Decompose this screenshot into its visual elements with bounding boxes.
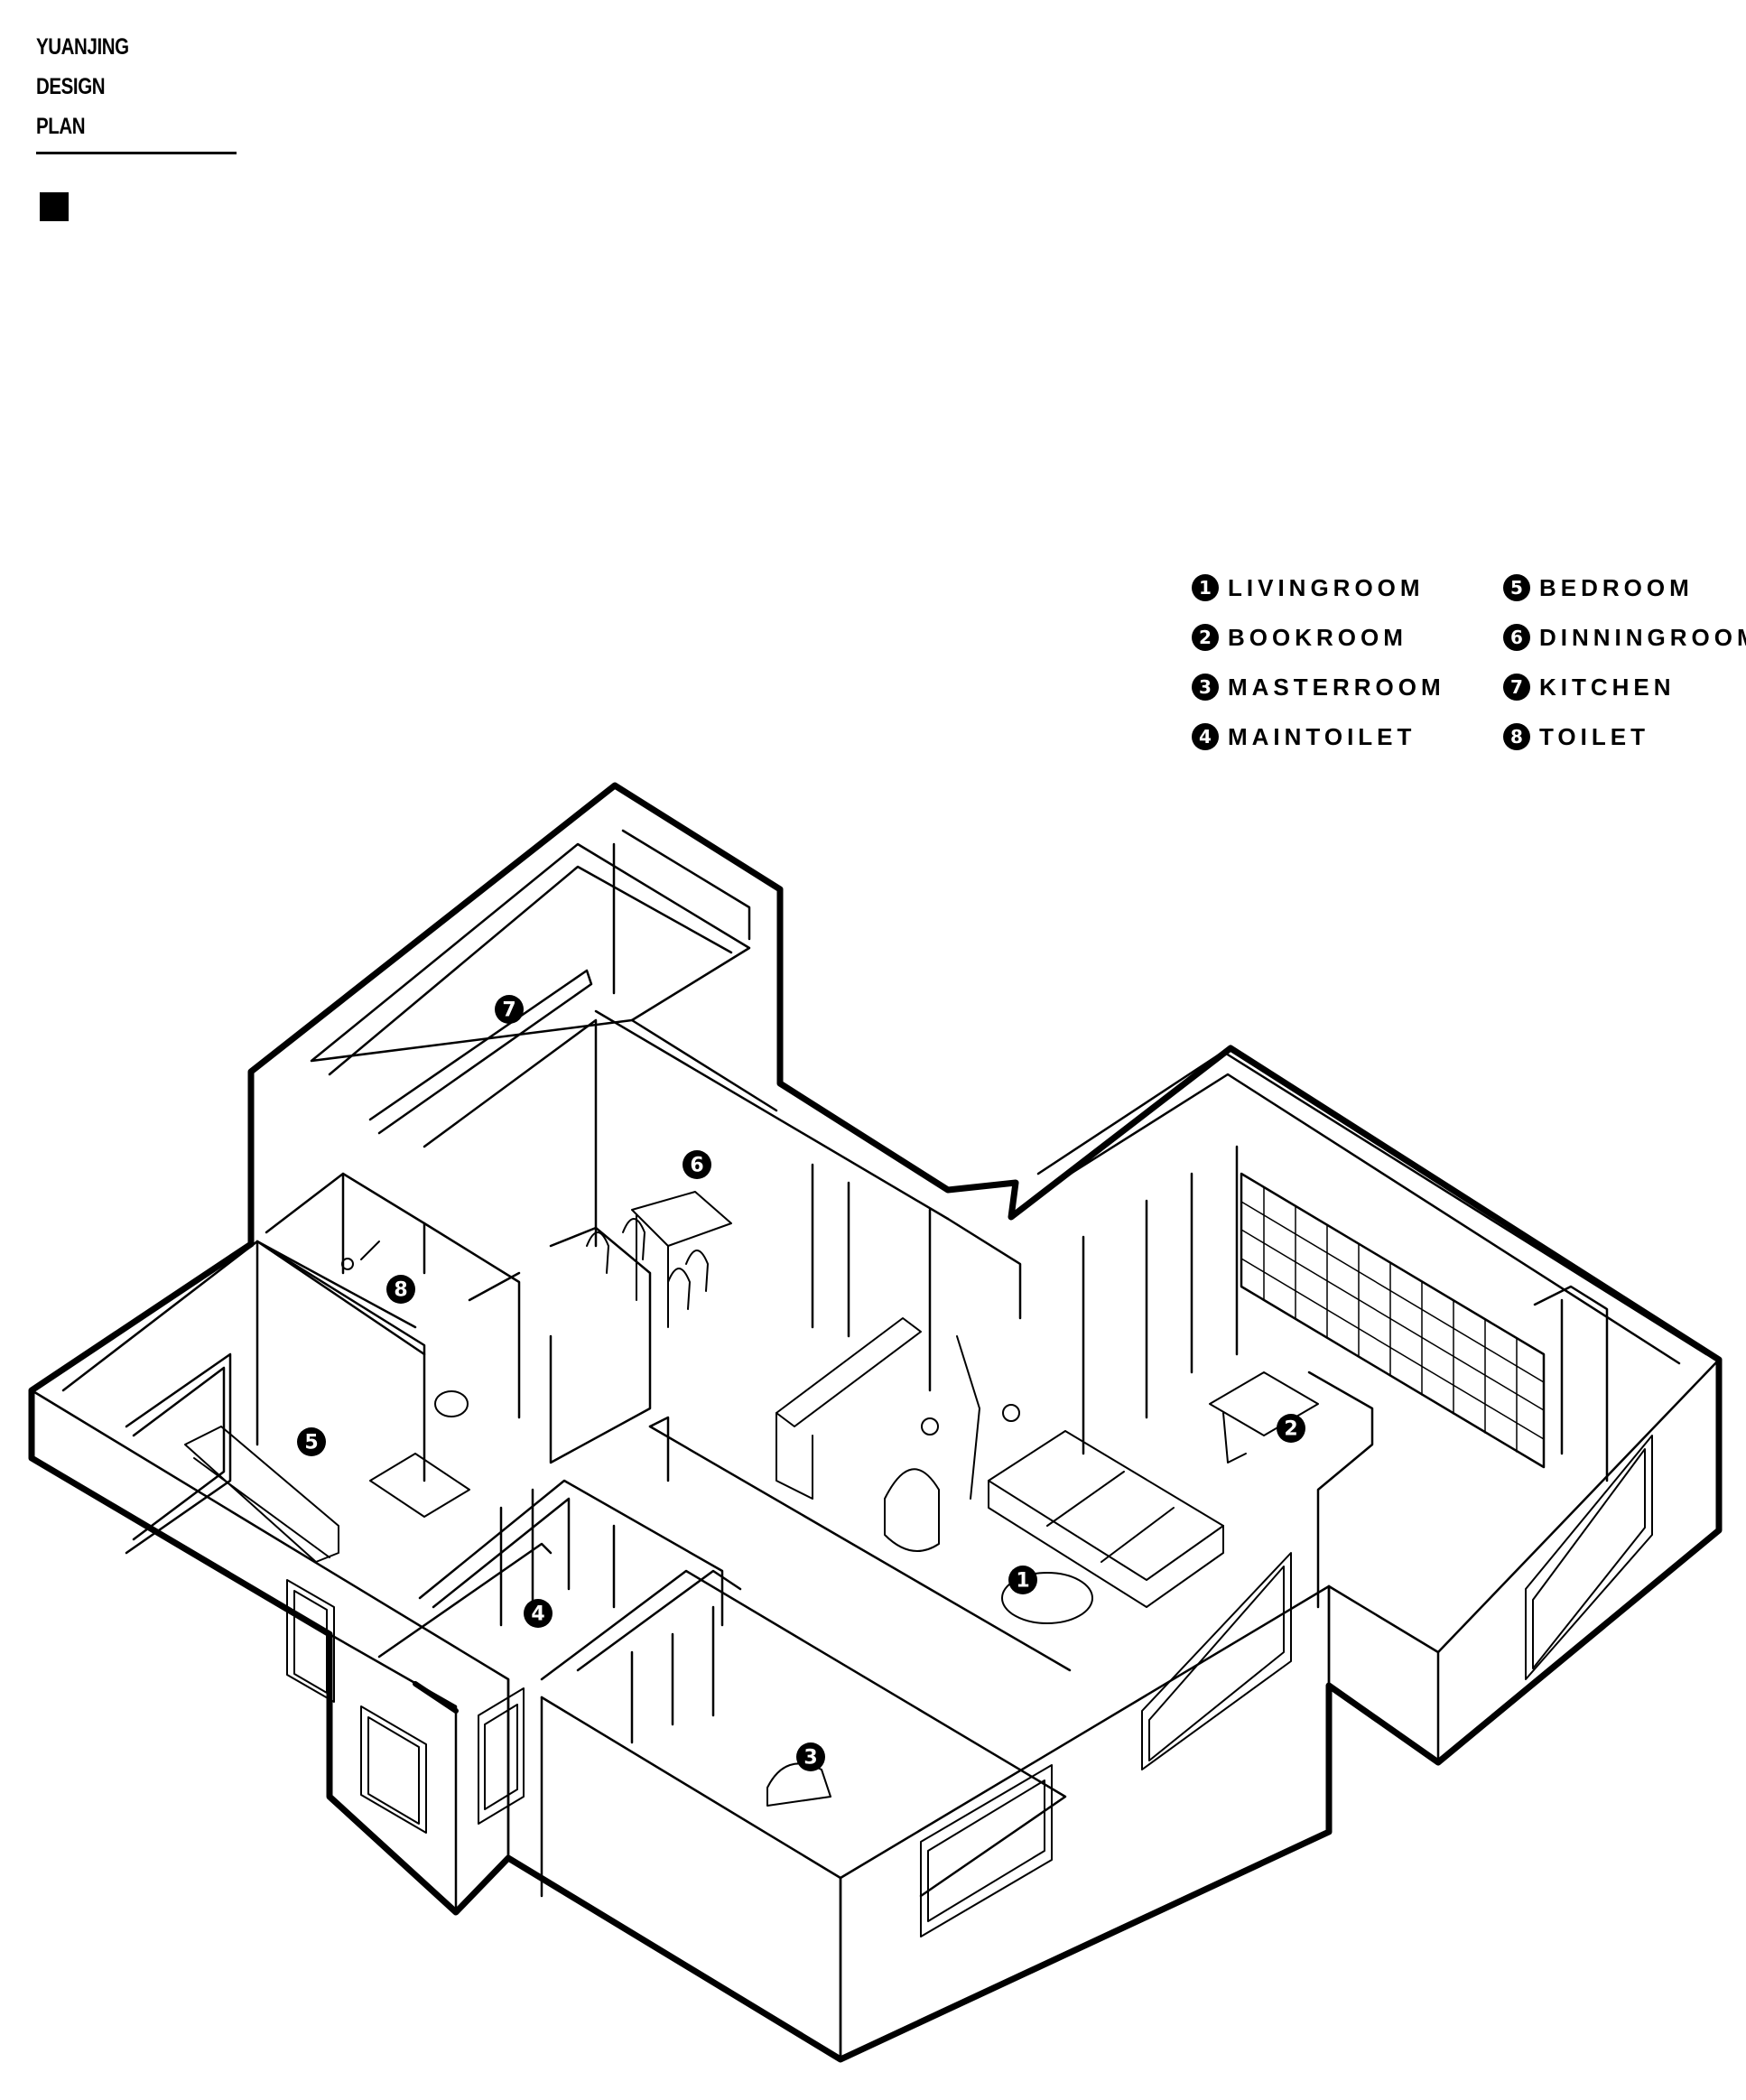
dining-chair — [586, 1231, 609, 1274]
legend-number-badge: 5 — [1503, 574, 1530, 601]
legend-label: KITCHEN — [1539, 673, 1676, 701]
legend-label: BOOKROOM — [1228, 623, 1407, 651]
marker-bedroom: 5 — [297, 1427, 326, 1456]
marker-number: 3 — [803, 1747, 817, 1770]
marker-number: 5 — [304, 1432, 318, 1454]
exterior-faces — [30, 1358, 1721, 2061]
legend-item-livingroom: 1 LIVINGROOM — [1192, 571, 1425, 604]
marker-number: 6 — [690, 1155, 703, 1177]
dining-chair — [685, 1250, 709, 1292]
marker-number: 8 — [394, 1279, 407, 1302]
legend-label: BEDROOM — [1539, 573, 1694, 601]
legend-number-badge: 4 — [1192, 723, 1219, 750]
marker-number: 1 — [1016, 1570, 1029, 1593]
legend-item-toilet: 8 TOILET — [1503, 720, 1649, 753]
master-bed — [766, 1762, 831, 1807]
marker-dinningroom: 6 — [683, 1150, 711, 1179]
legend-item-bookroom: 2 BOOKROOM — [1192, 621, 1407, 654]
legend-number-badge: 8 — [1503, 723, 1530, 750]
shower-fixture — [360, 1240, 380, 1260]
marker-livingroom: 1 — [1008, 1566, 1037, 1594]
marker-maintoilet: 4 — [524, 1599, 553, 1628]
toilet-bowl — [434, 1390, 469, 1417]
towel-bar — [413, 1681, 459, 1714]
brand-line-2: DESIGN — [36, 74, 106, 99]
legend-number-badge: 1 — [1192, 574, 1219, 601]
floor-lamp — [956, 1335, 980, 1500]
marker-kitchen: 7 — [495, 995, 524, 1024]
bookshelf-grid — [1240, 1186, 1545, 1453]
legend-label: MAINTOILET — [1228, 722, 1416, 750]
legend-number-badge: 7 — [1503, 674, 1530, 701]
legend-label: TOILET — [1539, 722, 1649, 750]
legend-label: DINNINGROOM — [1539, 623, 1746, 651]
bed — [184, 1426, 339, 1563]
desk — [1209, 1371, 1319, 1436]
brand-line-3: PLAN — [36, 114, 86, 139]
brand-square-icon — [40, 192, 69, 221]
furniture — [184, 1191, 1319, 1807]
marker-number: 2 — [1284, 1418, 1297, 1441]
outer-wall-contour — [28, 782, 1723, 2063]
dining-chair — [667, 1268, 691, 1310]
legend-label: LIVINGROOM — [1228, 573, 1425, 601]
armchair — [884, 1468, 940, 1552]
legend-number-badge: 2 — [1192, 624, 1219, 651]
marker-bookroom: 2 — [1277, 1414, 1305, 1443]
legend-item-bedroom: 5 BEDROOM — [1503, 571, 1694, 604]
interior-walls — [61, 829, 1708, 1898]
legend-item-maintoilet: 4 MAINTOILET — [1192, 720, 1416, 753]
tv-cabinet — [775, 1317, 922, 1427]
legend-number-badge: 3 — [1192, 674, 1219, 701]
legend-number-badge: 6 — [1503, 624, 1530, 651]
marker-number: 4 — [531, 1603, 544, 1626]
legend-label: MASTERROOM — [1228, 673, 1445, 701]
legend-item-kitchen: 7 KITCHEN — [1503, 671, 1676, 703]
dining-table — [631, 1191, 732, 1247]
brand-line-1: YUANJING — [36, 34, 129, 60]
legend-item-dinningroom: 6 DINNINGROOM — [1503, 621, 1746, 654]
wardrobe — [369, 1453, 470, 1518]
dining-chair — [622, 1218, 645, 1260]
marker-number: 7 — [502, 999, 515, 1022]
coffee-table — [1001, 1572, 1093, 1624]
legend-item-masterroom: 3 MASTERROOM — [1192, 671, 1445, 703]
exterior-windows — [286, 1435, 1653, 1937]
brand-title: YUANJING DESIGN PLAN — [36, 27, 149, 146]
marker-masterroom: 3 — [796, 1742, 825, 1771]
marker-toilet: 8 — [386, 1275, 415, 1304]
brand-divider — [36, 152, 237, 154]
